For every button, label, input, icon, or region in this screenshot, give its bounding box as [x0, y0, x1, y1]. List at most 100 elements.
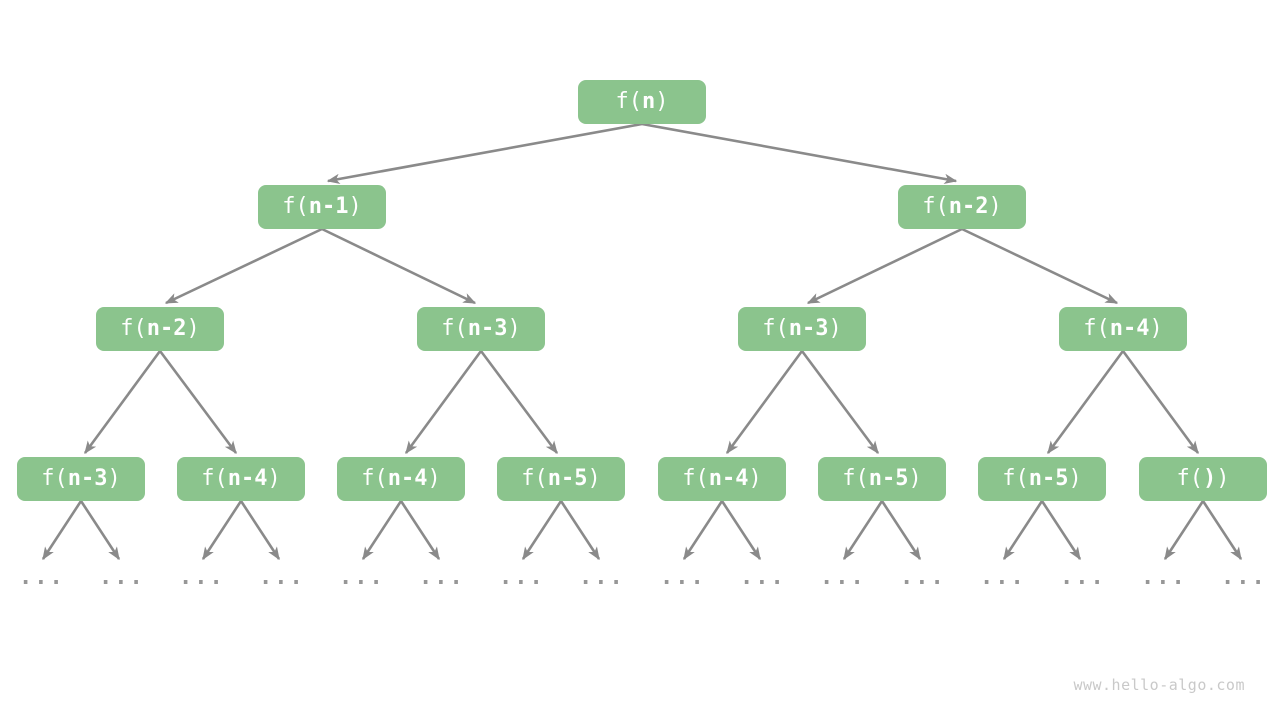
edge-line	[800, 350, 880, 455]
node-label-var: n-4	[227, 466, 268, 491]
edge-line	[806, 227, 963, 305]
tree-node: f(n-4)	[177, 457, 305, 501]
node-label-var: n-4	[1109, 316, 1150, 341]
node-label-post: )	[988, 194, 1002, 219]
ellipsis: ...	[19, 565, 65, 590]
tree-node-root: f(n)	[578, 80, 706, 124]
node-label-var: n-3	[467, 316, 508, 341]
node-label-pre: f(	[1002, 466, 1029, 491]
tree-node: f(n-5)	[497, 457, 625, 501]
node-label-post: )	[348, 194, 362, 219]
node-label-pre: f(	[842, 466, 869, 491]
edge-line	[164, 227, 323, 305]
ellipsis: ...	[740, 565, 786, 590]
ellipsis: ...	[1060, 565, 1106, 590]
edge-line	[83, 350, 162, 455]
edge-line	[326, 122, 643, 185]
edge-line	[1040, 500, 1082, 561]
node-label-post: )	[908, 466, 922, 491]
node-label-post: )	[107, 466, 121, 491]
tree-node: f())	[1139, 457, 1267, 501]
edge-line	[1002, 500, 1044, 561]
node-label-var: n-3	[67, 466, 108, 491]
ellipsis: ...	[179, 565, 225, 590]
ellipsis: ...	[579, 565, 625, 590]
edge-line	[239, 500, 281, 561]
node-label-post: )	[748, 466, 762, 491]
tree-node: f(n-4)	[337, 457, 465, 501]
node-label-pre: f(	[120, 316, 147, 341]
node-label-pre: f(	[682, 466, 709, 491]
node-label-var: n-1	[308, 194, 349, 219]
edge-line	[521, 500, 563, 561]
edge-line	[399, 500, 441, 561]
edge-line	[41, 500, 83, 561]
edge-line	[682, 500, 724, 561]
tree-node: f(n-2)	[96, 307, 224, 351]
ellipsis: ...	[339, 565, 385, 590]
edge-line	[79, 500, 121, 561]
node-label-var: n-4	[708, 466, 749, 491]
tree-node: f(n-4)	[1059, 307, 1187, 351]
edge-line	[404, 350, 483, 455]
node-label-post: )	[1216, 466, 1230, 491]
ellipsis: ...	[820, 565, 866, 590]
edge-line	[961, 227, 1119, 305]
node-label-pre: f(	[615, 89, 643, 114]
edge-line	[361, 500, 403, 561]
watermark-text: www.hello-algo.com	[1073, 676, 1245, 694]
ellipsis: ...	[1221, 565, 1267, 590]
ellipsis: ...	[99, 565, 145, 590]
node-label-post: )	[1068, 466, 1082, 491]
edge-line	[641, 122, 958, 185]
node-label-var: n-5	[1028, 466, 1069, 491]
ellipsis: ...	[259, 565, 305, 590]
ellipsis: ...	[419, 565, 465, 590]
node-label-pre: f(	[1083, 316, 1110, 341]
edge-line	[321, 227, 477, 305]
node-label-var: n-2	[948, 194, 989, 219]
tree-node: f(n-2)	[898, 185, 1026, 229]
edge-line	[1163, 500, 1205, 561]
node-label-pre: f(	[361, 466, 388, 491]
tree-node: f(n-5)	[818, 457, 946, 501]
tree-node: f(n-3)	[17, 457, 145, 501]
node-label-post: )	[427, 466, 441, 491]
node-label-var: n-5	[547, 466, 588, 491]
node-label-post: )	[655, 89, 669, 114]
edge-line	[158, 350, 238, 455]
edge-line	[201, 500, 243, 561]
edge-line	[479, 350, 559, 455]
edge-line	[720, 500, 762, 561]
node-label-post: )	[828, 316, 842, 341]
node-label-post: )	[587, 466, 601, 491]
edge-line	[1201, 500, 1243, 561]
node-label-pre: f(	[441, 316, 468, 341]
node-label-var: n-2	[146, 316, 187, 341]
node-label-pre: f(	[922, 194, 949, 219]
ellipsis: ...	[980, 565, 1026, 590]
node-label-var: n	[642, 89, 656, 114]
node-label-pre: f(	[201, 466, 228, 491]
ellipsis: ...	[660, 565, 706, 590]
node-label-var: n-3	[788, 316, 829, 341]
node-label-var: n-4	[387, 466, 428, 491]
edge-line	[725, 350, 804, 455]
edge-line	[842, 500, 884, 561]
tree-node: f(n-3)	[417, 307, 545, 351]
node-label-pre: f(	[41, 466, 68, 491]
edge-line	[880, 500, 922, 561]
node-label-post: )	[186, 316, 200, 341]
tree-node: f(n-4)	[658, 457, 786, 501]
tree-node: f(n-5)	[978, 457, 1106, 501]
node-label-pre: f(	[521, 466, 548, 491]
node-label-pre: f(	[282, 194, 309, 219]
ellipsis: ...	[499, 565, 545, 590]
ellipsis: ...	[900, 565, 946, 590]
edge-line	[559, 500, 601, 561]
node-label-post: )	[507, 316, 521, 341]
node-label-var: )	[1203, 466, 1217, 491]
node-label-var: n-5	[868, 466, 909, 491]
